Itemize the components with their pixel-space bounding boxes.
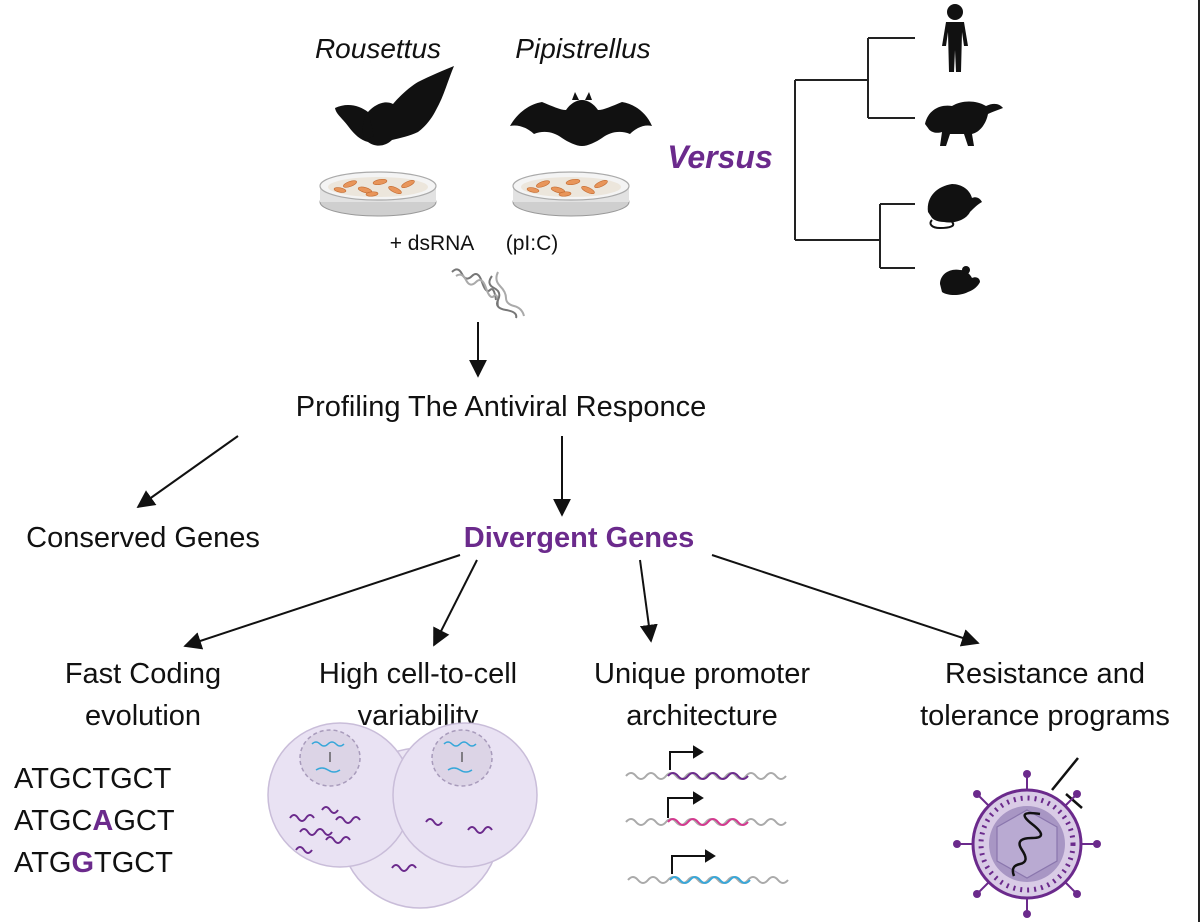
- species-label-pipistrellus: Pipistrellus: [515, 33, 650, 64]
- cells-illustration: [267, 722, 538, 909]
- promoter-dna-illustration: [625, 745, 789, 884]
- virus-icon: [953, 770, 1101, 918]
- versus-label: Versus: [667, 139, 773, 175]
- category-promoter-line2: architecture: [626, 700, 778, 732]
- species-label-rousettus: Rousettus: [315, 33, 441, 64]
- conserved-genes-label: Conserved Genes: [26, 522, 260, 554]
- right-border: [1198, 0, 1200, 922]
- sequence-row: ATGCTGCT: [14, 763, 172, 795]
- bat-rousettus-icon: [335, 66, 454, 146]
- divergent-arrows: [183, 554, 980, 650]
- category-cell-variability-line1: High cell-to-cell: [319, 658, 517, 690]
- petri-dish-icon: [319, 171, 437, 217]
- arrow-to-conserved: [136, 435, 239, 509]
- treatment-label: + dsRNA: [390, 232, 475, 255]
- human-icon: [942, 4, 968, 72]
- inhibition-icon: [1051, 757, 1083, 809]
- profiling-step-label: Profiling The Antiviral Responce: [296, 391, 707, 423]
- category-fast-coding-line2: evolution: [85, 700, 201, 732]
- sequence-row: ATGCAGCT: [14, 805, 175, 837]
- rat-icon: [927, 184, 982, 230]
- category-fast-coding-line1: Fast Coding: [65, 658, 221, 690]
- treatment-detail-label: (pI:C): [506, 232, 559, 255]
- mouse-icon: [940, 266, 980, 295]
- dsrna-icon: [451, 268, 525, 319]
- sequence-row: ATGGTGCT: [14, 847, 173, 879]
- petri-dish-icon: [512, 171, 630, 217]
- monkey-icon: [925, 101, 1003, 146]
- divergent-genes-label: Divergent Genes: [464, 522, 694, 554]
- category-promoter-line1: Unique promoter: [594, 658, 810, 690]
- phylogenetic-tree: [794, 37, 915, 269]
- bat-pipistrellus-icon: [510, 92, 652, 146]
- category-resistance-line1: Resistance and: [945, 658, 1145, 690]
- category-resistance-line2: tolerance programs: [920, 700, 1170, 732]
